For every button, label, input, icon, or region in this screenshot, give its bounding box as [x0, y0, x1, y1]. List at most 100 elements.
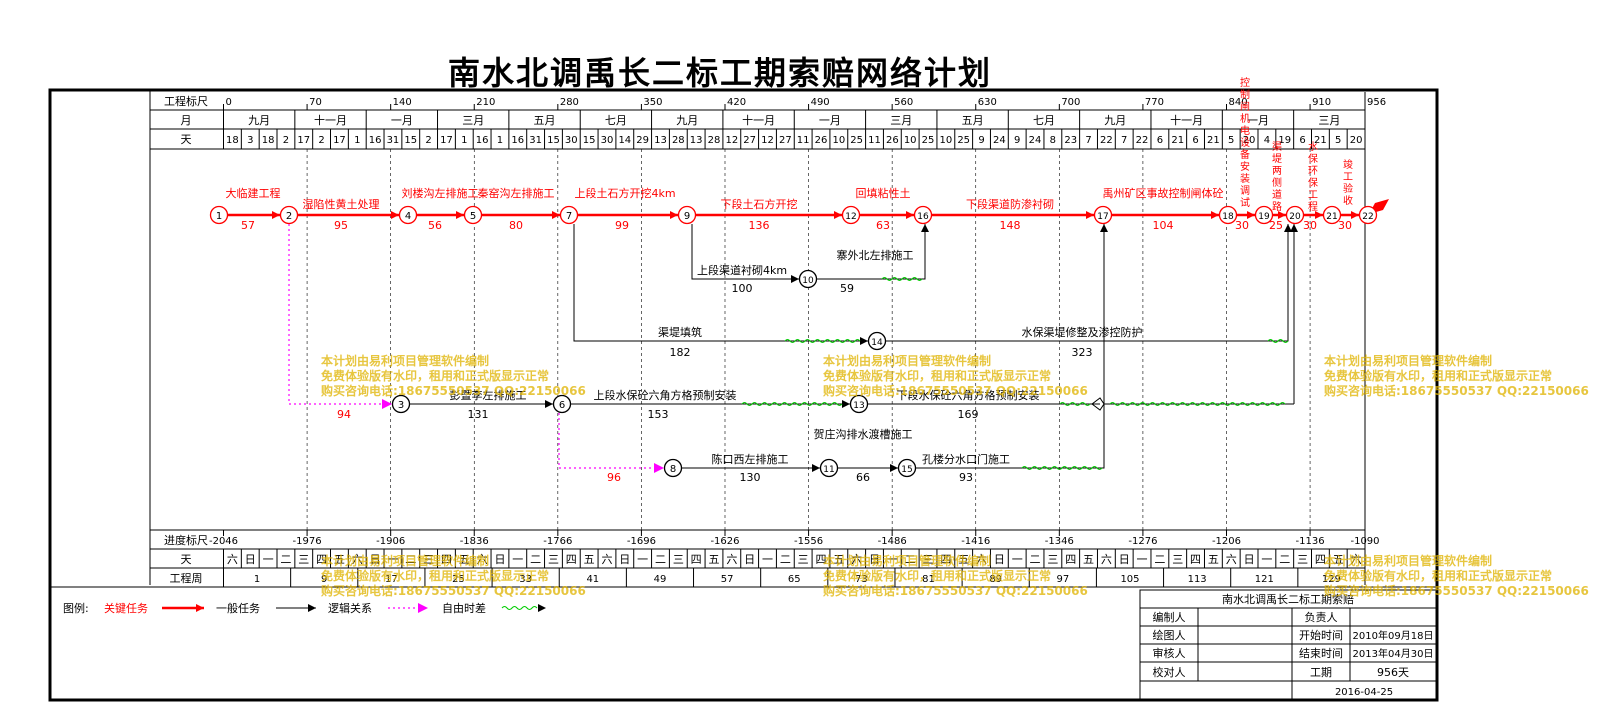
day-cell: 5 — [1228, 135, 1234, 146]
progress-scale-label: 进度标尺 — [164, 533, 208, 547]
day-cell: 12 — [725, 135, 738, 146]
task-duration: 153 — [648, 408, 669, 421]
day-cell: 31 — [387, 135, 400, 146]
weekday-cell: 六 — [227, 553, 238, 566]
legend-critical-label: 关键任务 — [104, 601, 148, 615]
svg-text:电: 电 — [1240, 124, 1250, 137]
day-cell: 26 — [886, 135, 899, 146]
node-number: 13 — [853, 401, 864, 411]
weekday-cell: 五 — [958, 553, 969, 566]
weekday-cell: 一 — [887, 553, 898, 566]
week-cell: 89 — [989, 574, 1002, 585]
day-cell: 29 — [636, 135, 649, 146]
svg-text:机: 机 — [1240, 112, 1250, 125]
weekday-cell: 六 — [352, 553, 363, 566]
weekday-cell: 日 — [994, 553, 1005, 566]
task-name: 回填粘性土 — [856, 186, 911, 200]
weekday-cell: 四 — [940, 553, 951, 566]
day-cell: 10 — [904, 135, 917, 146]
end-label: 结束时间 — [1299, 647, 1343, 660]
owner-label: 负责人 — [1305, 610, 1338, 624]
weekday-cell: 六 — [851, 553, 862, 566]
end-value: 2013年04月30日 — [1353, 647, 1434, 660]
day-cell: 15 — [404, 135, 417, 146]
node-number: 2 — [286, 211, 292, 222]
week-cell: 41 — [586, 574, 599, 585]
bottom-scale-tick: -1416 — [961, 536, 990, 547]
weekday-cell: 一 — [1137, 553, 1148, 566]
weekday-cell: 四 — [1315, 553, 1326, 566]
node-number: 6 — [559, 400, 565, 411]
day-cell: 25 — [922, 135, 935, 146]
weekday-cell: 日 — [619, 553, 630, 566]
weekday-label: 天 — [181, 553, 192, 566]
day-label: 天 — [181, 133, 192, 146]
day-cell: 9 — [978, 135, 984, 146]
legend-normal-label: 一般任务 — [216, 602, 260, 615]
node-17: 17 — [1093, 205, 1113, 225]
weekday-cell: 二 — [1279, 553, 1290, 566]
weekday-cell: 六 — [1351, 553, 1362, 566]
day-cell: 21 — [1207, 135, 1220, 146]
top-scale-tick: 840 — [1228, 97, 1247, 108]
task-duration: 100 — [732, 282, 753, 295]
legend-title: 图例: — [63, 601, 89, 615]
task-duration: 104 — [1153, 219, 1174, 232]
weekday-cell: 三 — [548, 553, 559, 566]
bottom-scale-tick: -1976 — [293, 536, 322, 547]
day-cell: 27 — [779, 135, 792, 146]
day-cell: 16 — [511, 135, 524, 146]
weekday-cell: 二 — [905, 553, 916, 566]
node-number: 17 — [1097, 212, 1108, 222]
week-cell: 57 — [721, 574, 734, 585]
day-cell: 13 — [690, 135, 703, 146]
weekday-cell: 四 — [691, 553, 702, 566]
weekday-cell: 六 — [1226, 553, 1237, 566]
svg-text:堤: 堤 — [1272, 153, 1282, 165]
top-scale-tick: 210 — [476, 97, 495, 108]
weekday-cell: 二 — [780, 553, 791, 566]
day-cell: 16 — [369, 135, 382, 146]
weekday-cell: 日 — [1244, 553, 1255, 566]
week-cell: 73 — [855, 574, 868, 585]
task-duration: 148 — [1000, 219, 1021, 232]
start-value: 2010年09月18日 — [1353, 629, 1434, 642]
svg-text:设: 设 — [1240, 137, 1250, 149]
weekday-cell: 二 — [655, 553, 666, 566]
weekday-cell: 五 — [1083, 553, 1094, 566]
svg-text:环: 环 — [1308, 166, 1318, 177]
month-cell: 五月 — [962, 114, 984, 127]
day-cell: 30 — [565, 135, 578, 146]
task-name: 彭暨李左排施工 — [450, 388, 527, 402]
watermark: 本计划由易利项目管理软件编制免费体验版有水印，租用和正式版显示正常购买咨询电话:… — [1324, 554, 1589, 598]
task-labels: 大临建工程 57 湿陷性黄土处理 95 刘楼沟左排施工 56 秦窑沟左排施工 8… — [226, 186, 1353, 484]
title-block-project: 南水北调禹长二标工期索赔 — [1222, 592, 1354, 606]
bottom-scale-tick: -1556 — [794, 536, 823, 547]
task-duration: 80 — [509, 219, 523, 232]
weekday-cell: 五 — [1208, 553, 1219, 566]
node-number: 21 — [1326, 212, 1337, 222]
weekday-cell: 三 — [423, 553, 434, 566]
node-number: 22 — [1362, 212, 1373, 222]
month-cell: 十一月 — [742, 113, 775, 127]
task-duration: 182 — [670, 346, 691, 359]
logic-relations — [288, 224, 664, 473]
task-name: 上段水保砼六角方格预制安装 — [594, 388, 737, 402]
watermark: 本计划由易利项目管理软件编制免费体验版有水印，租用和正式版显示正常购买咨询电话:… — [823, 554, 1088, 598]
node-number: 14 — [871, 338, 883, 348]
weekday-cell: 三 — [298, 553, 309, 566]
weekday-cell: 四 — [316, 553, 327, 566]
scale-label: 工程标尺 — [164, 94, 208, 108]
svg-text:装: 装 — [1240, 172, 1250, 185]
task-name: 刘楼沟左排施工 — [402, 186, 479, 200]
day-cell: 4 — [1264, 135, 1270, 146]
day-cell: 28 — [672, 135, 685, 146]
week-cell: 25 — [452, 574, 465, 585]
day-cell: 22 — [1136, 135, 1149, 146]
day-cell: 24 — [993, 135, 1006, 146]
normal-tasks — [410, 224, 1298, 472]
weekday-cell: 五 — [334, 553, 345, 566]
svg-text:道: 道 — [1272, 188, 1282, 201]
